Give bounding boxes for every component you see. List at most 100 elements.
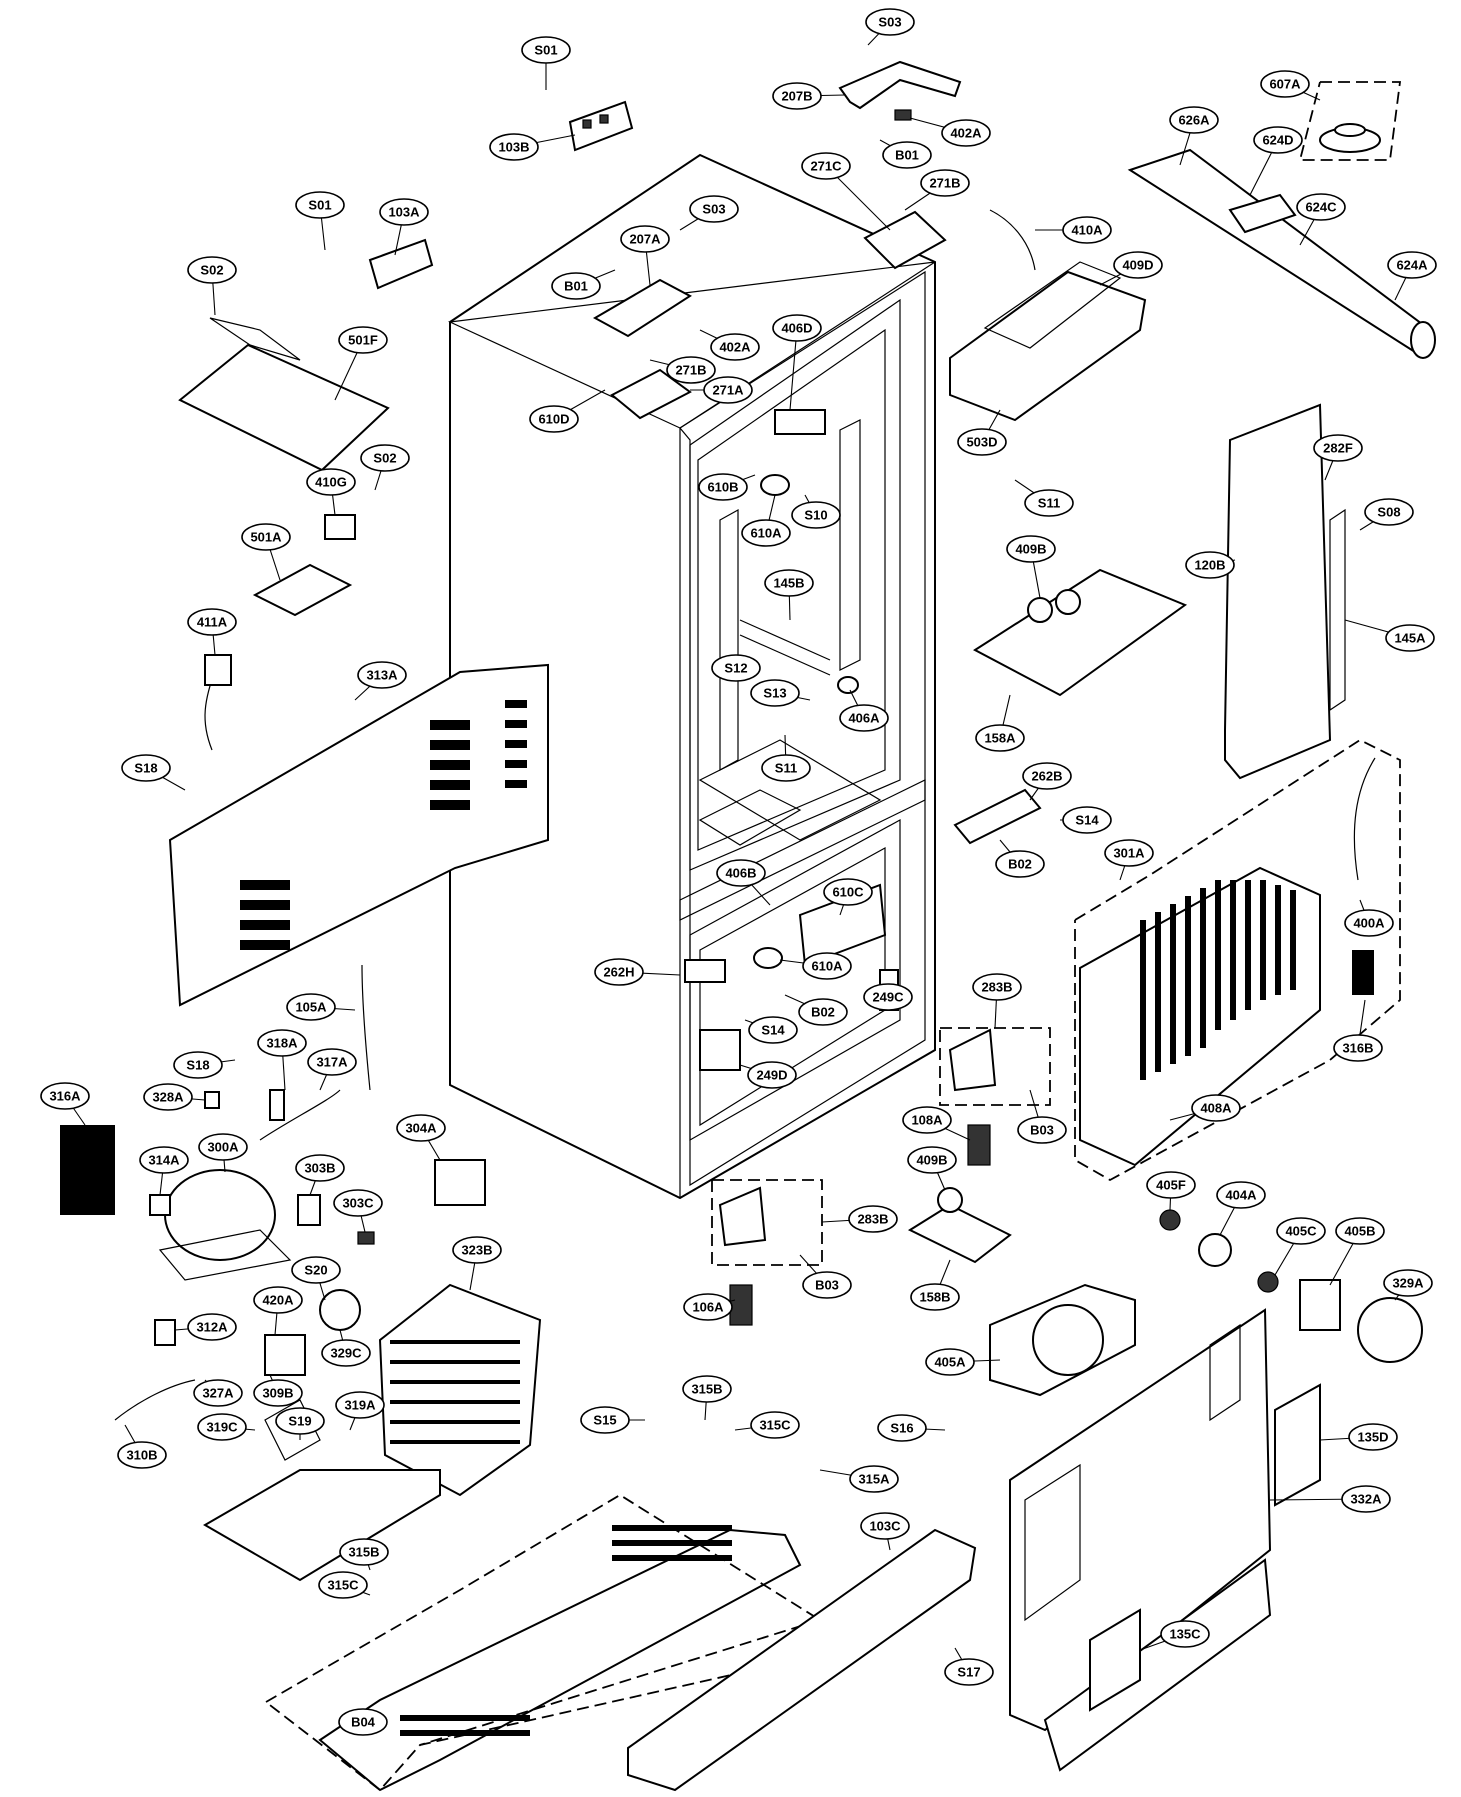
callout-oval [193,1379,243,1407]
callout-oval [1253,126,1303,154]
part-label: 145B [773,576,804,591]
part-label: B03 [815,1278,839,1293]
part-label: B02 [811,1005,835,1020]
leg-106a [729,1284,753,1326]
callout-oval [360,444,410,472]
callout-oval [1341,1485,1391,1513]
part-callout-120b: 120B [1185,551,1235,579]
drawer-rail-249d [699,1029,741,1071]
callout-oval [849,1465,899,1493]
callout-oval [1385,624,1435,652]
callout-oval [860,1512,910,1540]
part-label: 319C [206,1420,238,1435]
cap-607a [1298,81,1402,161]
part-label: S03 [702,202,725,217]
callout-oval [666,356,716,384]
callout-oval [1113,251,1163,279]
part-label: 411A [197,615,228,630]
part-label: 271C [810,159,842,174]
callout-oval [920,169,970,197]
part-label: 406D [781,321,812,336]
part-label: 420A [262,1293,294,1308]
callout-oval [187,256,237,284]
part-label: 262B [1031,769,1062,784]
fan-blade-329a [1357,1297,1423,1363]
cap-303c [357,1231,375,1245]
callout-oval [1062,216,1112,244]
part-label: S18 [186,1058,209,1073]
part-callout-158a: 158A [975,724,1025,752]
part-label: 624A [1396,258,1428,273]
switch-410g [324,514,356,540]
part-label: B03 [1030,1123,1054,1138]
callout-oval [689,195,739,223]
part-label: 501F [348,333,378,348]
part-label: 624D [1262,133,1293,148]
callout-oval [747,1061,797,1089]
callout-oval [802,952,852,980]
callout-oval [1260,70,1310,98]
callout-oval [452,1236,502,1264]
callout-oval [877,1414,927,1442]
callout-oval [173,1051,223,1079]
part-callout-283b-top: 283B [972,973,1022,1001]
part-callout-b02-right: B02 [995,850,1045,878]
callout-oval [1364,498,1414,526]
part-label: S14 [761,1023,785,1038]
part-callout-249c: 249C [863,983,913,1011]
callout-oval [941,119,991,147]
part-label: 329C [330,1346,362,1361]
part-callout-s14-right: S14 [1062,806,1112,834]
part-label: 323B [461,1243,492,1258]
callout-oval [683,1293,733,1321]
part-callout-411a: 411A [187,608,237,636]
wire-310b [114,1379,196,1421]
part-label: 103A [388,205,420,220]
part-callout-145a: 145A [1385,624,1435,652]
callout-oval [848,1205,898,1233]
callout-oval [379,198,429,226]
callout-oval [902,1106,952,1134]
callout-oval [1387,251,1437,279]
callout-oval [338,326,388,354]
part-callout-s02-top: S02 [187,256,237,284]
part-label: 312A [196,1320,228,1335]
part-label: S03 [878,15,901,30]
condenser-323b [378,1283,542,1497]
part-callout-303c: 303C [333,1189,383,1217]
part-label: 300A [207,1140,239,1155]
part-label: S01 [308,198,331,213]
callout-oval [253,1379,303,1407]
part-label: S18 [134,761,157,776]
plug-411a [204,654,232,686]
cover-501f-dashed [209,317,301,361]
callout-oval [139,1146,189,1174]
part-labels: S01103BS03207B402AB01271C271B607A626A624… [40,8,1437,1736]
part-callout-249d: 249D [747,1061,797,1089]
part-callout-327a: 327A [193,1379,243,1407]
part-callout-135d: 135D [1348,1423,1398,1451]
part-callout-406a: 406A [839,704,889,732]
callout-oval [1017,1116,1067,1144]
callout-oval [187,608,237,636]
part-label: 317A [316,1055,348,1070]
duct-120b [1224,403,1346,780]
leg-box-283b-top [939,1027,1051,1106]
part-label: 410A [1071,223,1103,238]
part-callout-312a: 312A [187,1313,237,1341]
part-label: 106A [692,1300,724,1315]
part-label: 405F [1156,1178,1186,1193]
callout-oval [1296,193,1346,221]
part-label: 329A [1392,1276,1424,1291]
part-callout-624d: 624D [1253,126,1303,154]
heater-400a [1353,757,1376,881]
callout-oval [1348,1423,1398,1451]
callout-oval [703,376,753,404]
part-callout-503d: 503D [957,428,1007,456]
part-label: 409B [1015,542,1046,557]
part-label: 283B [981,980,1012,995]
part-label: 271B [929,176,960,191]
part-callout-145b: 145B [764,569,814,597]
part-callout-409b-top: 409B [1006,535,1056,563]
part-label: S20 [304,1263,327,1278]
